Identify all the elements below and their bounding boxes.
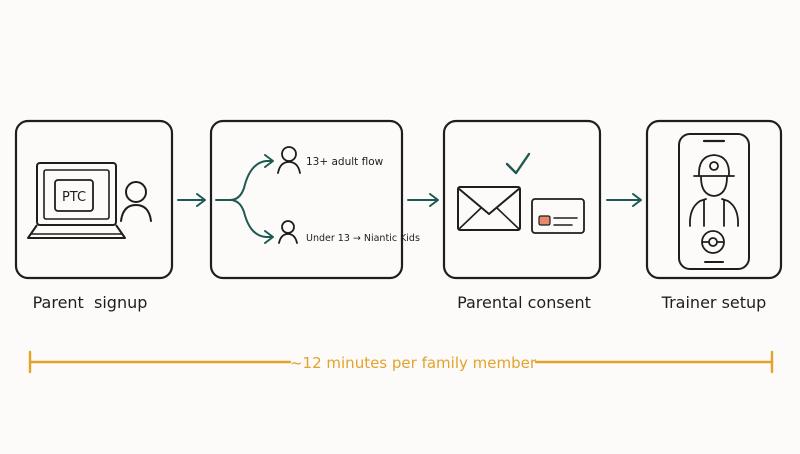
card-chip — [538, 215, 551, 226]
person-icon — [120, 181, 152, 222]
child-icon — [278, 220, 298, 244]
step-parental-consent: Parental consent — [442, 119, 602, 312]
ptc-screen-text: PTC — [62, 190, 86, 205]
step-trainer-setup: Trainer setup — [645, 119, 783, 312]
laptop-icon — [27, 162, 126, 239]
flow-arrow — [177, 193, 206, 207]
step-box — [442, 119, 602, 280]
id-card-icon — [531, 198, 585, 234]
checkmark-icon — [505, 152, 531, 175]
phone-icon — [678, 133, 750, 270]
branch-upper-label: 13+ adult flow — [306, 156, 384, 168]
step-box — [645, 119, 783, 280]
flow-arrow — [606, 193, 642, 207]
step-label: Parental consent — [457, 293, 591, 312]
branch-lower-label: Under 13 → Niantic Kids — [306, 233, 420, 244]
person-icon — [277, 146, 301, 174]
flow-arrow — [407, 193, 439, 207]
step-box — [209, 119, 404, 280]
step-label: Parent signup — [33, 293, 148, 312]
step-label: Trainer setup — [661, 293, 767, 312]
step-age-branch: 13+ adult flow Under 13 → Niantic Kids — [209, 119, 420, 280]
pokeball-icon — [701, 230, 725, 254]
timeline-bar — [28, 350, 774, 374]
step-parent-signup: PTC Parent signup — [14, 119, 174, 312]
branch-arrows — [215, 154, 274, 244]
trainer-avatar-icon — [689, 154, 739, 227]
step-box — [14, 119, 174, 280]
ptc-screen-box — [54, 179, 94, 212]
envelope-icon — [457, 186, 521, 231]
timeline-label: ~12 minutes per family member — [290, 354, 537, 372]
